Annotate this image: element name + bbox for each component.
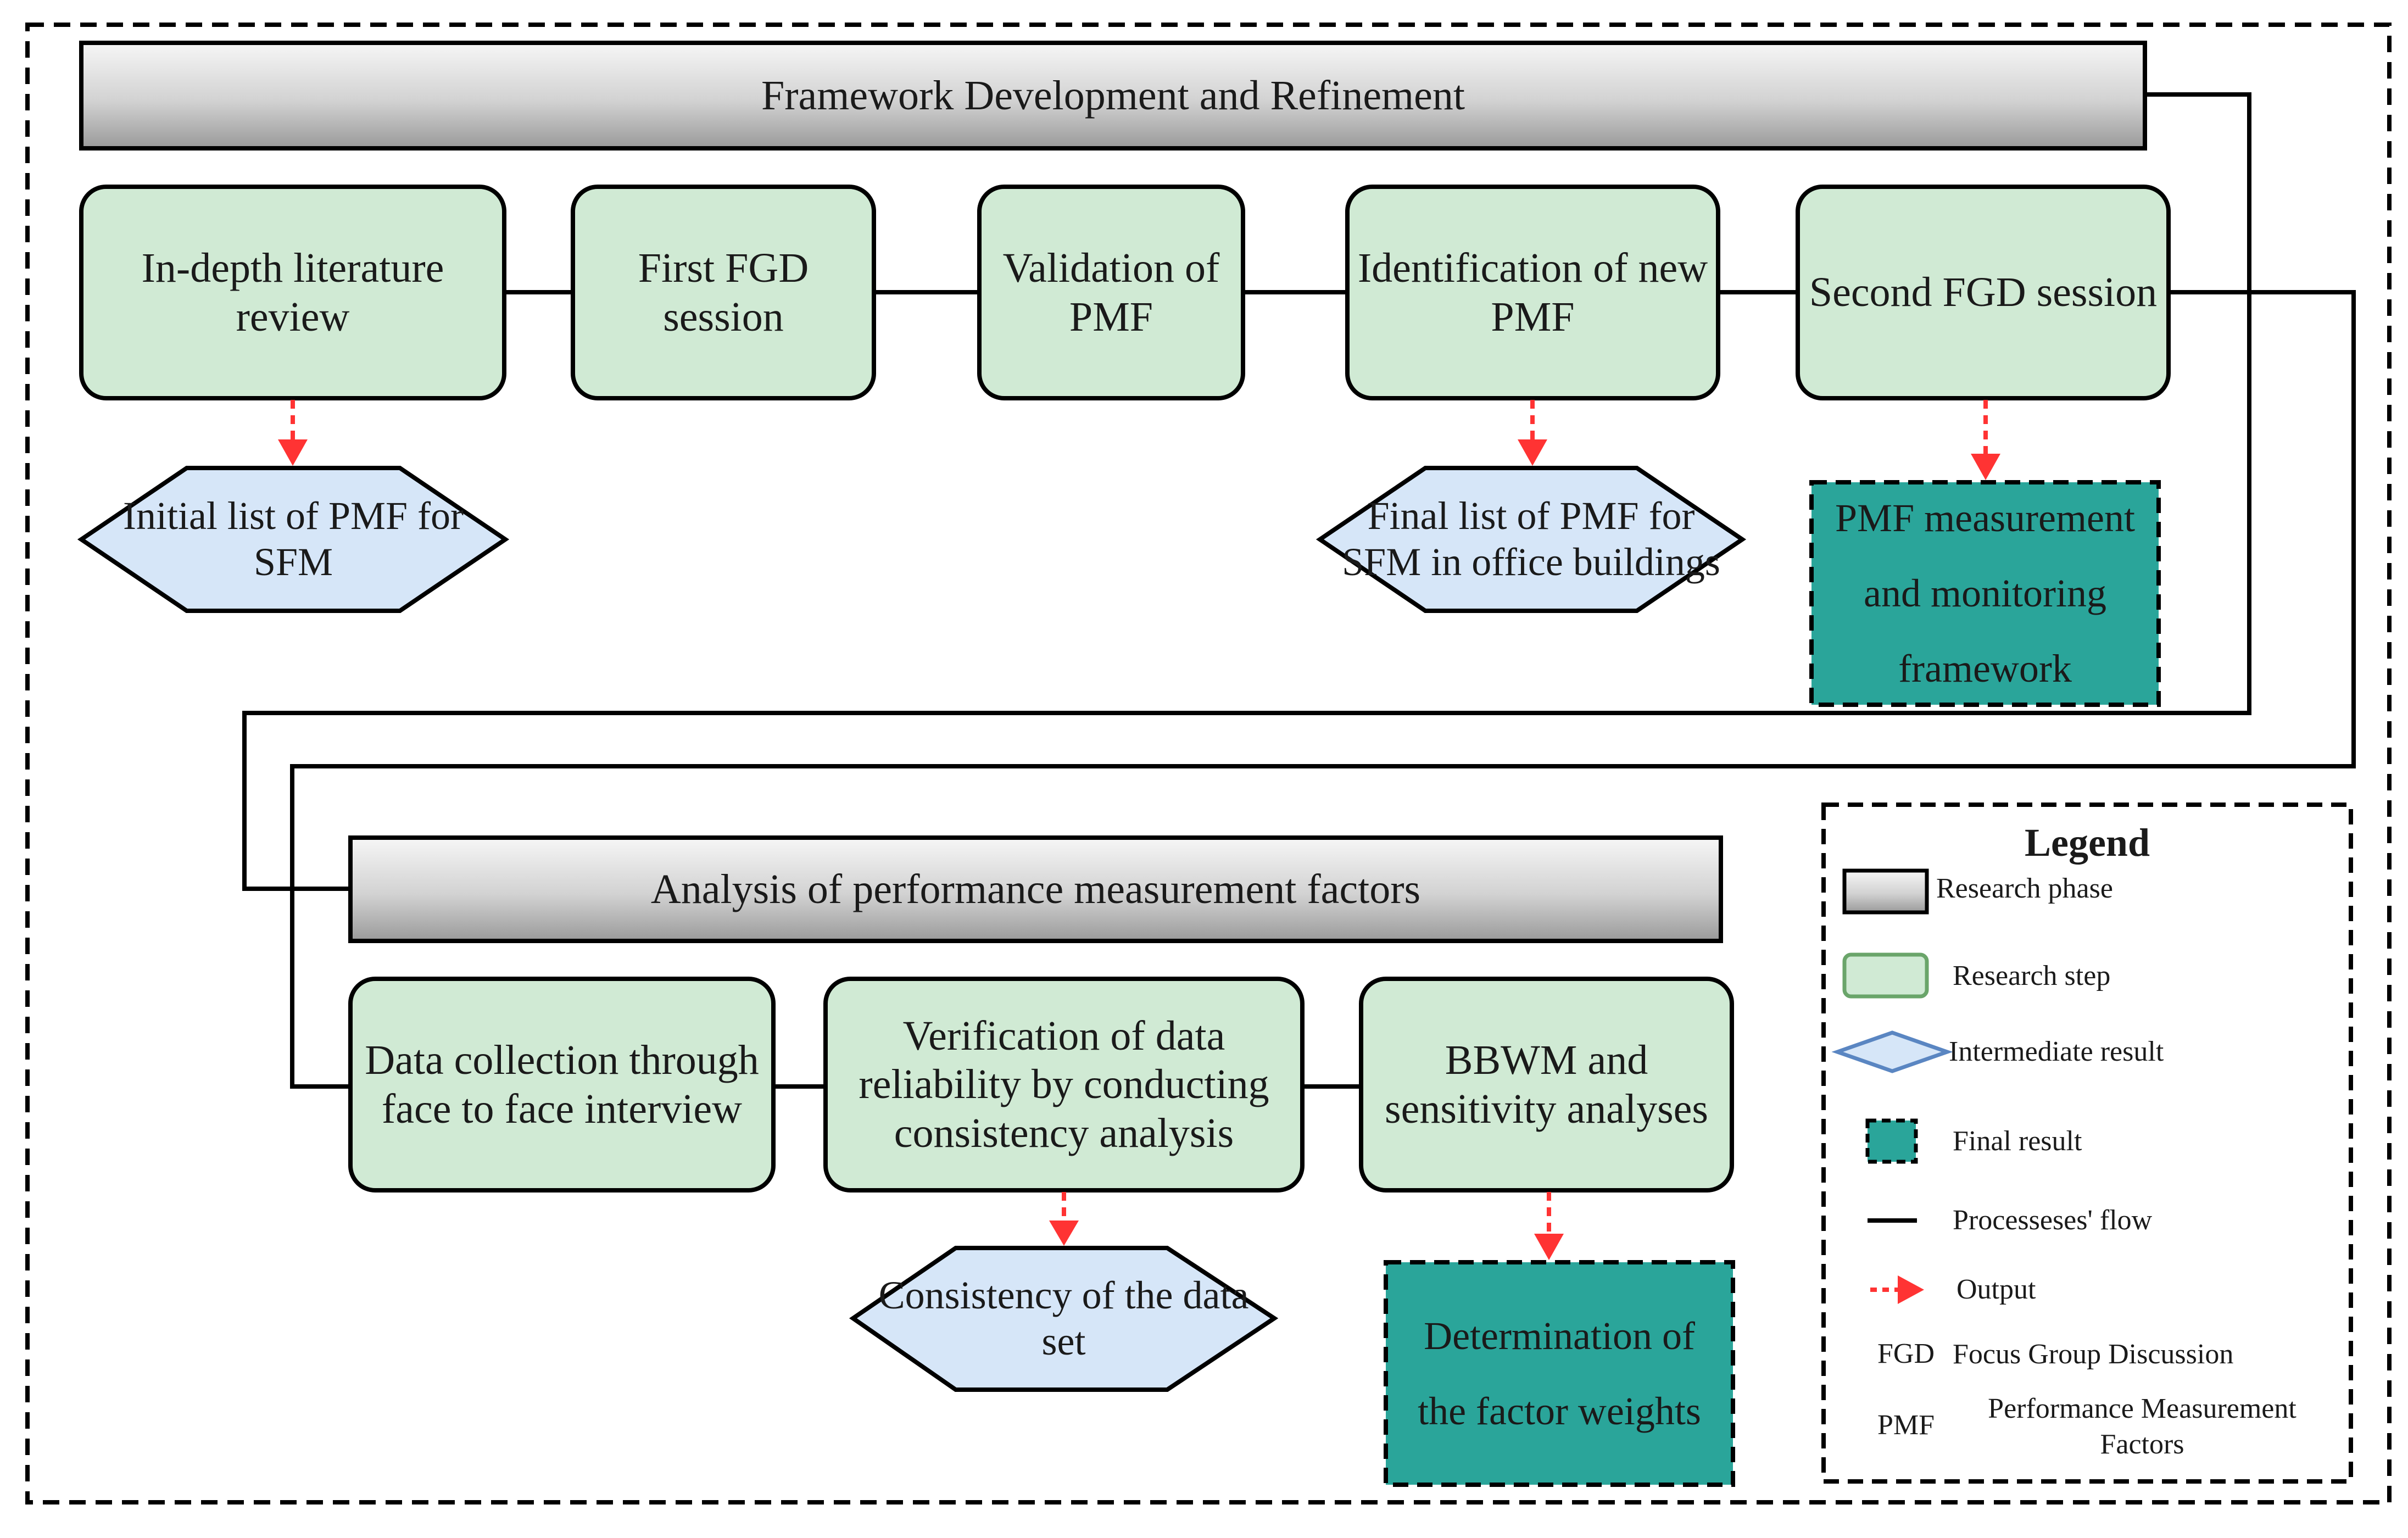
- intermediate-hexagon-initial-list: [77, 466, 510, 613]
- legend-label-process-flow: Processeses' flow: [1953, 1205, 2153, 1236]
- legend-abbr-fgd: FGD: [1877, 1338, 1935, 1370]
- legend-symbol-intermediate-result: [1831, 1030, 1953, 1073]
- intermediate-label-initial-list: Initial list of PMF for SFM: [122, 494, 464, 584]
- connector-phase1-to-phase2: [242, 92, 2251, 891]
- legend-label-final-result: Final result: [1953, 1125, 2082, 1157]
- phase-label-framework-development: Framework Development and Refinement: [761, 72, 1465, 119]
- legend-label-intermediate-result: Intermediate result: [1949, 1036, 2164, 1068]
- legend-def-fgd: Focus Group Discussion: [1953, 1338, 2234, 1370]
- output-arrow: [1518, 400, 1547, 466]
- output-arrow: [1971, 400, 2000, 480]
- output-arrow: [278, 400, 308, 466]
- final-label-pmf-framework: PMF measurement and monitoring framework: [1835, 496, 2135, 690]
- legend-def-pmf: Performance Measurement Factors: [1988, 1393, 2296, 1460]
- legend-symbol-research-step: [1842, 952, 1929, 999]
- step-label-data-collection: Data collection through face to face int…: [365, 1037, 759, 1132]
- intermediate-label-final-list: Final list of PMF for SFM in office buil…: [1342, 494, 1720, 584]
- legend-label-research-phase: Research phase: [1936, 873, 2113, 905]
- phase-label-analysis: Analysis of performance measurement fact…: [650, 866, 1421, 912]
- step-box-bbwm: [1359, 977, 1734, 1192]
- legend-symbol-final-result: [1865, 1118, 1918, 1164]
- step-label-verification: Verification of data reliability by cond…: [859, 1013, 1269, 1156]
- intermediate-label-consistency: Consistency of the data set: [878, 1273, 1249, 1363]
- legend-label-research-step: Research step: [1953, 960, 2111, 992]
- output-arrow: [1534, 1192, 1564, 1260]
- intermediate-hexagon-consistency: [849, 1246, 1279, 1392]
- step-label-identification-new-pmf: Identification of new PMF: [1357, 245, 1708, 340]
- connector-second-fgd-to-data-collection: [290, 290, 2356, 1089]
- phase-bar-analysis: [348, 835, 1723, 943]
- step-label-literature-review: In-depth literature review: [141, 245, 444, 340]
- legend-title: Legend: [2024, 821, 2150, 865]
- step-label-validation-pmf: Validation of PMF: [1002, 245, 1220, 340]
- intermediate-hexagon-final-list: [1316, 466, 1747, 613]
- legend-abbr-pmf: PMF: [1877, 1409, 1935, 1441]
- legend-symbol-output: [1870, 1275, 1924, 1304]
- output-arrow: [1049, 1192, 1079, 1246]
- legend-box: [1821, 803, 2353, 1484]
- final-box-factor-weights: [1384, 1260, 1735, 1487]
- step-label-second-fgd: Second FGD session: [1809, 269, 2158, 316]
- final-label-factor-weights: Determination of the factor weights: [1418, 1313, 1701, 1433]
- legend-label-output: Output: [1956, 1274, 2036, 1306]
- step-label-bbwm: BBWM and sensitivity analyses: [1385, 1037, 1708, 1132]
- final-box-pmf-framework: [1809, 480, 2161, 707]
- outer-frame: [25, 23, 2392, 1504]
- legend-symbol-research-phase: [1842, 868, 1929, 915]
- step-label-first-fgd: First FGD session: [638, 245, 809, 340]
